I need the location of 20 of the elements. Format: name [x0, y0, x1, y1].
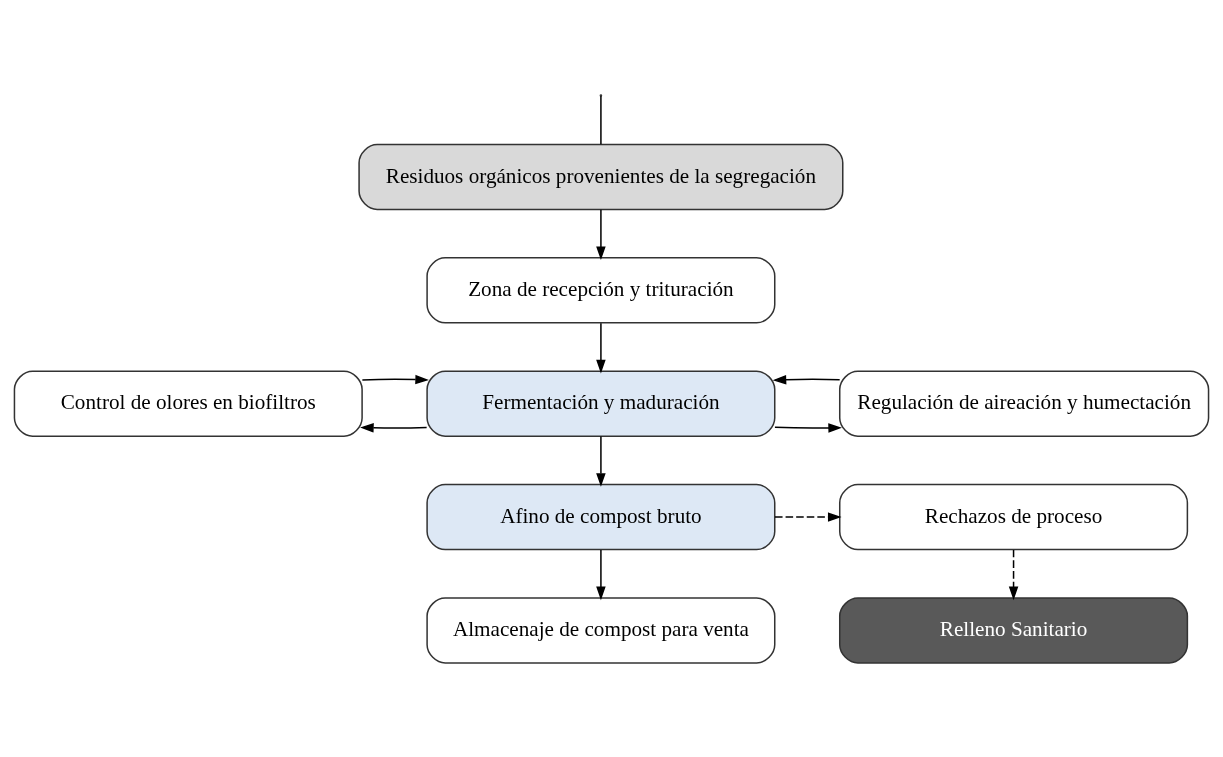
arrow [774, 511, 842, 522]
arrow [596, 321, 606, 373]
node-box: Zona de recepción y trituración [426, 256, 776, 324]
node-box: Afino de compost bruto [426, 483, 776, 550]
node-box: Regulación de aireación y humectación [839, 369, 1210, 437]
arrow [774, 422, 842, 433]
node-box: Residuos orgánicos provenientes de la segregación [358, 143, 844, 210]
arrow [596, 208, 606, 260]
node-box: Fermentación y maduración [426, 369, 776, 437]
connector [600, 95, 602, 145]
arrow [360, 422, 428, 433]
arrow [361, 374, 429, 384]
arrow [772, 374, 841, 384]
node-box: Rechazos de proceso [839, 483, 1189, 550]
node-box: Relleno Sanitario [839, 596, 1189, 664]
arrow [596, 548, 606, 600]
arrow [596, 435, 606, 487]
node-box: Control de olores en biofiltros [13, 369, 363, 437]
node-box: Almacenaje de compost para venta [426, 596, 776, 664]
arrow [1008, 548, 1019, 600]
